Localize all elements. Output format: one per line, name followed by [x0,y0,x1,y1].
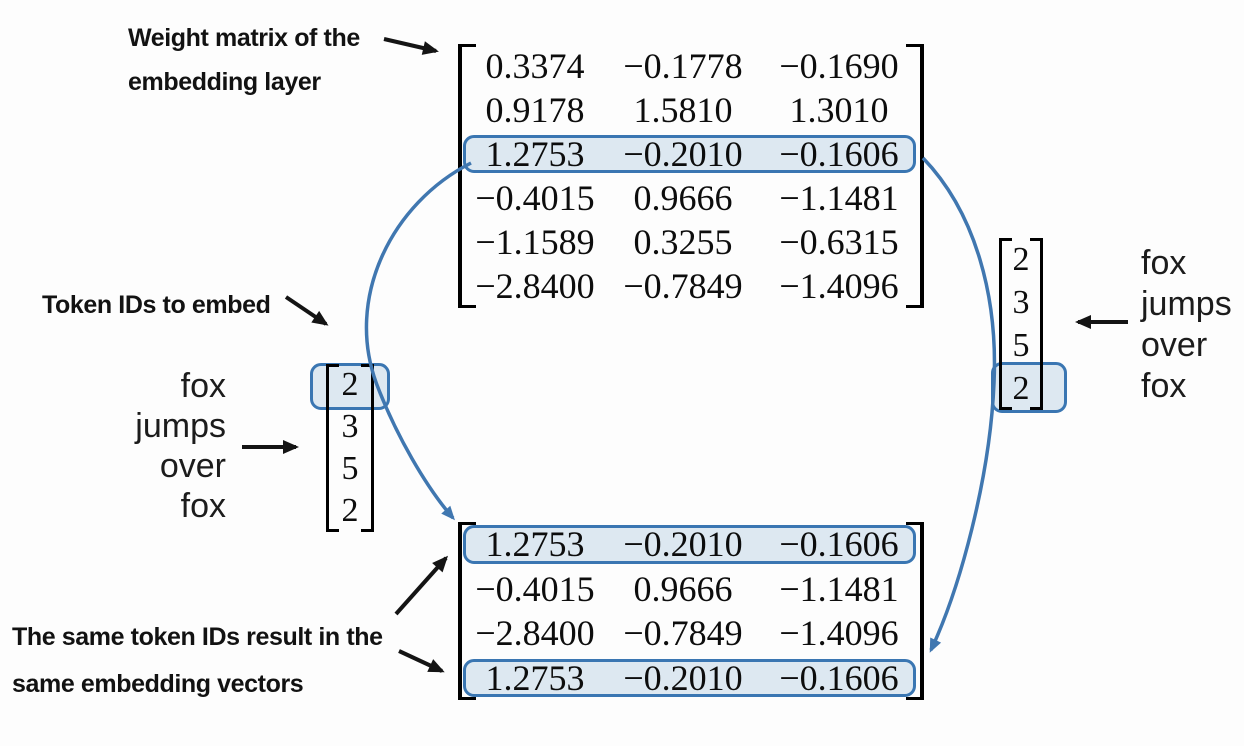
matrix-cell: 1.2753 [485,657,585,698]
matrix-cell: −0.7849 [623,266,743,306]
matrix-cell: −2.8400 [475,613,595,654]
matrix-row: −0.4015 0.9666 −1.1481 [472,176,910,220]
token-id-vector-right: 2 3 5 2 [991,238,1067,413]
token-id: 3 [1012,283,1030,321]
arrow-weight-label-to-matrix [383,37,439,55]
token-highlight-box [991,362,1067,413]
word: fox [1141,367,1187,405]
token-id: 2 [341,492,359,529]
matrix-cell: −1.1589 [475,222,595,262]
matrix-cell: 0.9666 [633,178,733,218]
word: fox [1141,244,1187,282]
matrix-cell: −1.4096 [779,266,899,306]
matrix-row-highlighted: 1.2753 −0.2010 −0.1606 [463,656,916,701]
matrix-cell: −0.1778 [623,46,743,86]
matrix-cell: −2.8400 [475,266,595,306]
matrix-cell: −0.1690 [779,46,899,86]
word: jumps [135,407,226,445]
token-id: 2 [1012,240,1030,278]
matrix-cell: 0.3255 [633,222,733,262]
matrix-cell: 1.3010 [789,90,889,130]
arrow-same-label-to-row4 [398,649,445,673]
matrix-cell: −0.7849 [623,613,743,654]
matrix-cell: 0.9666 [633,568,733,609]
matrix-row-highlighted: 1.2753 −0.2010 −0.1606 [463,132,916,176]
weight-matrix-label-line1: Weight matrix of the [128,24,360,52]
matrix-row-highlighted: 1.2753 −0.2010 −0.1606 [463,522,916,567]
bracket-left [458,522,476,700]
matrix-cell: 1.2753 [485,524,585,565]
same-token-ids-label-line1: The same token IDs result in the [12,623,383,651]
matrix-cell: 0.3374 [485,46,585,86]
word: fox [180,367,226,405]
weight-matrix-label-line2: embedding layer [128,68,321,96]
matrix-row: 0.3374 −0.1778 −0.1690 [472,44,910,88]
matrix-cell: −0.1606 [779,524,899,565]
token-id-vector-left: 2 3 5 2 [310,363,390,532]
bracket-left [999,238,1012,410]
matrix-cell: −0.2010 [623,524,743,565]
output-embeddings-matrix: 1.2753 −0.2010 −0.1606 −0.4015 0.9666 −1… [458,522,924,700]
token-id: 3 [341,408,359,445]
same-token-ids-label-line2: same embedding vectors [12,670,304,698]
weight-matrix-label: Weight matrix of the embedding layer [128,16,360,104]
token-id: 5 [341,450,359,487]
matrix-cell: −0.4015 [475,178,595,218]
matrix-cell: −0.4015 [475,568,595,609]
token-id: 5 [1012,326,1030,364]
token-id: 2 [1012,369,1030,407]
same-token-ids-label: The same token IDs result in the same em… [12,614,383,708]
bracket-right [1030,238,1043,410]
sentence-words-left: fox jumps over fox [100,366,226,526]
matrix-cell: −1.4096 [779,613,899,654]
matrix-cell: −1.1481 [779,568,899,609]
matrix-row: −0.4015 0.9666 −1.1481 [472,567,910,612]
token-ids-label: Token IDs to embed [42,291,271,319]
matrix-cell: −0.6315 [779,222,899,262]
matrix-cell: −0.2010 [623,134,743,174]
connector-weight-row-to-output-row1 [364,161,472,521]
word: jumps [1141,285,1232,323]
arrow-tokenids-label-to-vector [284,295,329,326]
matrix-cell: 1.2753 [485,134,585,174]
matrix-cell: −0.1606 [779,657,899,698]
weight-matrix: 0.3374 −0.1778 −0.1690 0.9178 1.5810 1.3… [458,44,924,308]
word: over [1141,326,1208,364]
matrix-cell: −1.1481 [779,178,899,218]
matrix-row: −2.8400 −0.7849 −1.4096 [472,264,910,308]
matrix-cell: 0.9178 [485,90,585,130]
matrix-cell: 1.5810 [633,90,733,130]
word: fox [180,487,226,525]
bracket-left [326,364,339,532]
matrix-cell: −0.2010 [623,657,743,698]
matrix-row: −1.1589 0.3255 −0.6315 [472,220,910,264]
matrix-row: 0.9178 1.5810 1.3010 [472,88,910,132]
arrow-same-label-to-row1 [394,555,448,616]
token-id: 2 [341,366,359,403]
matrix-row: −2.8400 −0.7849 −1.4096 [472,611,910,656]
word: over [159,447,226,485]
matrix-cell: −0.1606 [779,134,899,174]
sentence-words-right: fox jumps over fox [1141,243,1232,407]
connector-weight-row-to-output-row4 [921,156,997,653]
